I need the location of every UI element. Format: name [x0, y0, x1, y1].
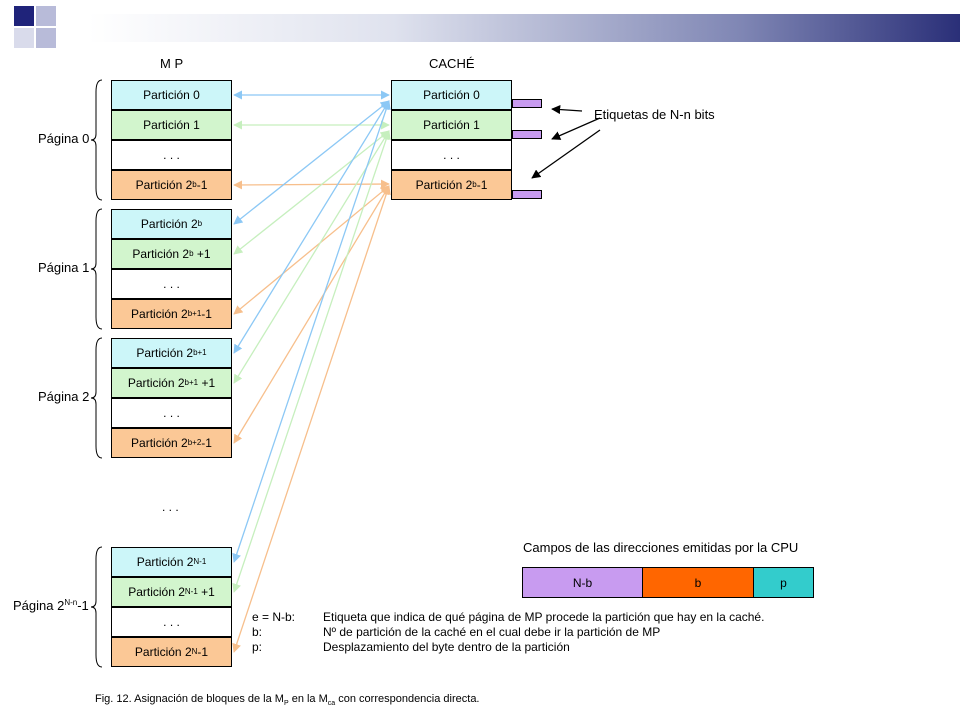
- mp-page3-cell0-text: Partición 2: [136, 555, 194, 569]
- logo-square-light: [36, 28, 56, 48]
- legend-desc-b: Nº de partición de la caché en el cual d…: [323, 625, 661, 639]
- mp-page0-cell2: . . .: [111, 140, 232, 170]
- mp-page2-cell1-suffix: +1: [198, 376, 216, 390]
- mp-page0-cell3-suffix: -1: [196, 178, 208, 192]
- cache-cell-1: Partición 1: [391, 110, 512, 140]
- page-label-3: Página 2N-n-1: [13, 598, 89, 613]
- mp-page3-cell1-text: Partición 2: [128, 585, 185, 599]
- mp-title: M P: [160, 56, 184, 71]
- mp-page2-cell1-text: Partición 2: [127, 376, 185, 390]
- logo-square-light: [14, 28, 34, 48]
- mp-page3-cell1-suffix: +1: [197, 585, 215, 599]
- field-offset: p: [753, 567, 814, 598]
- map-arrow-page1-part1: [233, 130, 390, 255]
- mp-page1-cell2-text: . . .: [163, 277, 180, 291]
- mp-page3-cell3-suffix: -1: [197, 645, 209, 659]
- mp-page1-cell0-text: Partición 2: [140, 217, 198, 231]
- logo-square-light: [36, 6, 56, 26]
- page-label-exponent: N-n: [64, 598, 78, 607]
- page-label-text: Página 2: [13, 598, 65, 613]
- mp-page0-cell1: Partición 1: [111, 110, 232, 140]
- legend-desc-e: Etiqueta que indica de qué página de MP …: [323, 610, 765, 624]
- mp-page0-cell0-text: Partición 0: [143, 88, 200, 102]
- cpu-fields-title: Campos de las direcciones emitidas por l…: [523, 540, 799, 555]
- mp-page1-cell3-suffix: -1: [201, 307, 212, 321]
- mp-page0-cell1-text: Partición 1: [143, 118, 200, 132]
- mp-page2-cell0-text: Partición 2: [136, 346, 194, 360]
- mp-page2-cell0: Partición 2 b+1: [111, 338, 232, 368]
- page-label-text: Página 1: [38, 260, 90, 275]
- cache-cell-3-suffix: -1: [476, 178, 488, 192]
- mp-page2-cell3-suffix: -1: [201, 436, 212, 450]
- page-label-text: Página 2: [38, 389, 90, 404]
- page-brace-1: [90, 208, 103, 330]
- cache-title: CACHÉ: [429, 56, 475, 71]
- page-label-1: Página 1: [38, 260, 89, 275]
- legend-key-b: b:: [252, 625, 263, 639]
- tag-pointer-arrow-1: [551, 117, 601, 140]
- page-label-suffix: -1: [77, 598, 89, 613]
- cache-tag-0: [512, 99, 542, 108]
- field-block: b: [642, 567, 754, 598]
- cache-cell-3-text: Partición 2: [415, 178, 473, 192]
- page-label-2: Página 2: [38, 389, 89, 404]
- mp-page3-cell2: . . .: [111, 607, 232, 637]
- page-brace-3: [90, 546, 103, 668]
- mp-page1-cell1-text: Partición 2: [132, 247, 190, 261]
- logo-square-dark: [14, 6, 34, 26]
- page-brace-2: [90, 337, 103, 459]
- figure-caption: Fig. 12. Asignación de bloques de la MP …: [95, 693, 480, 708]
- cache-tag-3: [512, 190, 542, 199]
- map-arrow-page3-part0: [232, 100, 391, 563]
- mp-page1-cell3-text: Partición 2: [131, 307, 188, 321]
- mp-page0-cell2-text: . . .: [163, 148, 180, 162]
- mp-gap-dots: . . .: [162, 500, 179, 514]
- cache-tag-1: [512, 130, 542, 139]
- cache-cell-2: . . .: [391, 140, 512, 170]
- map-arrow-page3-part3: [232, 185, 391, 653]
- mp-page2-cell3: Partición 2 b+2-1: [111, 428, 232, 458]
- mp-page2-cell1: Partición 2 b+1 +1: [111, 368, 232, 398]
- mp-page2-cell2: . . .: [111, 398, 232, 428]
- legend-desc-p: Desplazamiento del byte dentro de la par…: [323, 640, 570, 654]
- mp-page3-cell3-text: Partición 2: [134, 645, 192, 659]
- mp-page1-cell2: . . .: [111, 269, 232, 299]
- legend-key-p: p:: [252, 640, 263, 654]
- tag-pointer-arrow-2: [531, 129, 601, 179]
- page-label-text: Página 0: [38, 131, 90, 146]
- mp-page0-cell0: Partición 0: [111, 80, 232, 110]
- map-arrow-page0-part3: [233, 179, 390, 190]
- cache-cell-1-text: Partición 1: [423, 118, 480, 132]
- tags-label: Etiquetas de N-n bits: [594, 107, 715, 122]
- cache-cell-0-text: Partición 0: [423, 88, 480, 102]
- mp-page1-cell1-suffix: +1: [193, 247, 211, 261]
- map-arrow-page3-part1: [232, 130, 391, 593]
- legend-key-e: e = N-b:: [252, 610, 296, 624]
- mp-page0-cell3-text: Partición 2: [135, 178, 193, 192]
- tag-pointer-arrow-0: [551, 105, 583, 115]
- cache-cell-0: Partición 0: [391, 80, 512, 110]
- mp-page3-cell2-text: . . .: [163, 615, 180, 629]
- cache-cell-2-text: . . .: [443, 148, 460, 162]
- mp-page2-cell3-text: Partición 2: [131, 436, 188, 450]
- field-tag: N-b: [522, 567, 643, 598]
- mp-page2-cell2-text: . . .: [163, 406, 180, 420]
- page-brace-0: [90, 79, 103, 201]
- header-gradient-bar: [88, 14, 960, 42]
- page-label-0: Página 0: [38, 131, 89, 146]
